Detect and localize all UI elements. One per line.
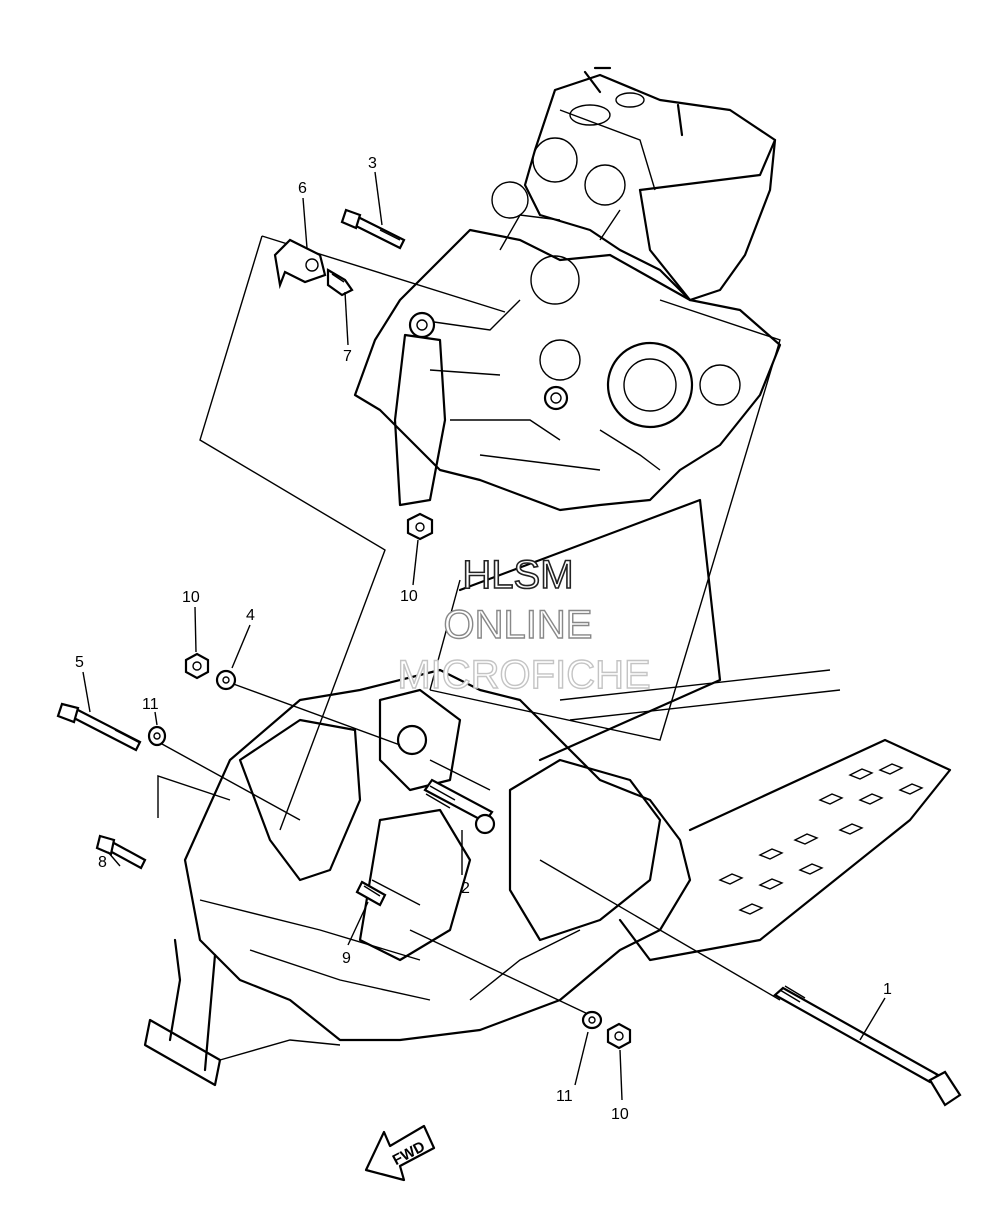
callout-8: 8	[98, 854, 107, 871]
callout-7: 7	[343, 348, 352, 365]
part-1-long-bolt	[773, 985, 962, 1107]
part-7-bolt	[326, 268, 354, 297]
reference-lines-lower	[157, 681, 781, 1016]
callout-3: 3	[368, 155, 377, 172]
part-9-stud	[355, 880, 387, 907]
watermark-line-1: HLSM	[462, 553, 573, 597]
part-5-bolt	[56, 702, 142, 752]
frame-assembly	[143, 498, 952, 1087]
watermark: HLSM ONLINE MICROFICHE	[397, 552, 652, 698]
callout-2: 2	[461, 880, 470, 897]
footrest-holes	[718, 763, 924, 915]
callout-10-upper: 10	[400, 588, 418, 605]
watermark-line-3: MICROFICHE	[397, 653, 650, 697]
callout-4: 4	[246, 607, 255, 624]
part-6-bracket	[273, 238, 327, 290]
part-4-washer	[215, 669, 237, 691]
callout-10-left: 10	[182, 589, 200, 606]
callout-6: 6	[298, 180, 307, 197]
part-3-bolt	[340, 208, 406, 250]
engine-assembly	[353, 66, 782, 512]
part-11-washer-a	[147, 725, 167, 747]
part-2-stud-bolt	[423, 778, 496, 835]
forward-direction-arrow: FWD	[364, 1124, 436, 1182]
part-10-nut-a	[406, 512, 434, 541]
callout-5: 5	[75, 654, 84, 671]
reference-outline-upper	[199, 235, 781, 831]
part-10-nut-c	[606, 1022, 632, 1050]
part-8-bolt	[95, 834, 147, 870]
callout-1: 1	[883, 981, 892, 998]
callout-11-left: 11	[142, 696, 159, 713]
callout-9: 9	[342, 950, 351, 967]
watermark-line-2: ONLINE	[444, 603, 593, 647]
part-10-nut-b	[184, 652, 210, 680]
callout-10-lower: 10	[611, 1106, 629, 1123]
callout-labels: 1 2 3 4 5 6 7 8 9 10 10 10 11 11	[75, 155, 892, 1123]
part-11-washer-b	[581, 1010, 603, 1030]
callout-11-lower: 11	[556, 1088, 573, 1105]
callout-leaders	[82, 171, 886, 1101]
